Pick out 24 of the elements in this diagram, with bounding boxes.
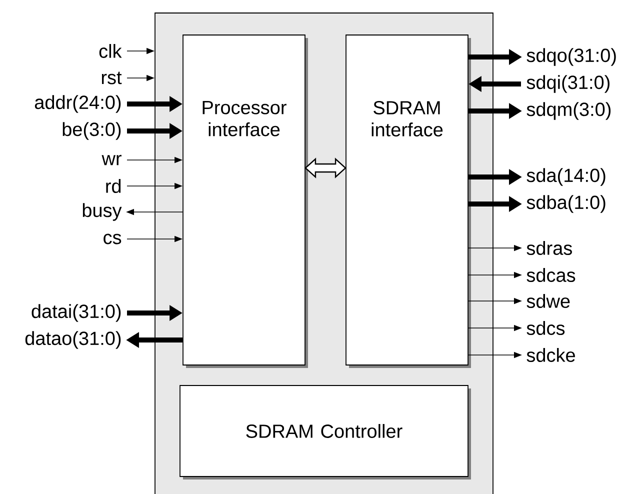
signal-label: sdwe [526, 294, 570, 308]
signal-label: datao(31:0) [25, 331, 121, 349]
signal-label: sdba(1:0) [526, 195, 606, 213]
signal-label: datai(31:0) [32, 304, 121, 322]
signal-label: sdqo(31:0) [526, 48, 616, 66]
signal-label: sdcs [526, 321, 565, 335]
block-box: SDRAM interface [346, 34, 471, 368]
signal-label: sdcas [526, 268, 576, 282]
signal-label: addr(24:0) [34, 95, 121, 113]
signal-label: sdqm(3:0) [526, 102, 611, 120]
signal-label: rst [102, 72, 122, 84]
signal-label: be(3:0) [62, 122, 121, 140]
signal-label: rd [106, 179, 121, 193]
signal-label: sdcke [526, 348, 575, 362]
signal-label: sda(14:0) [526, 168, 606, 186]
signal-label: sdras [526, 241, 572, 255]
block-box: Processor interface [182, 34, 308, 368]
block-box: SDRAM Controller [180, 385, 471, 480]
signal-label: busy [82, 203, 122, 221]
signal-label: clk [99, 44, 122, 58]
signal-label: cs [104, 234, 122, 244]
signal-label: wr [102, 154, 122, 166]
signal-label: sdqi(31:0) [526, 75, 610, 93]
bidirectional-arrow [304, 158, 346, 178]
